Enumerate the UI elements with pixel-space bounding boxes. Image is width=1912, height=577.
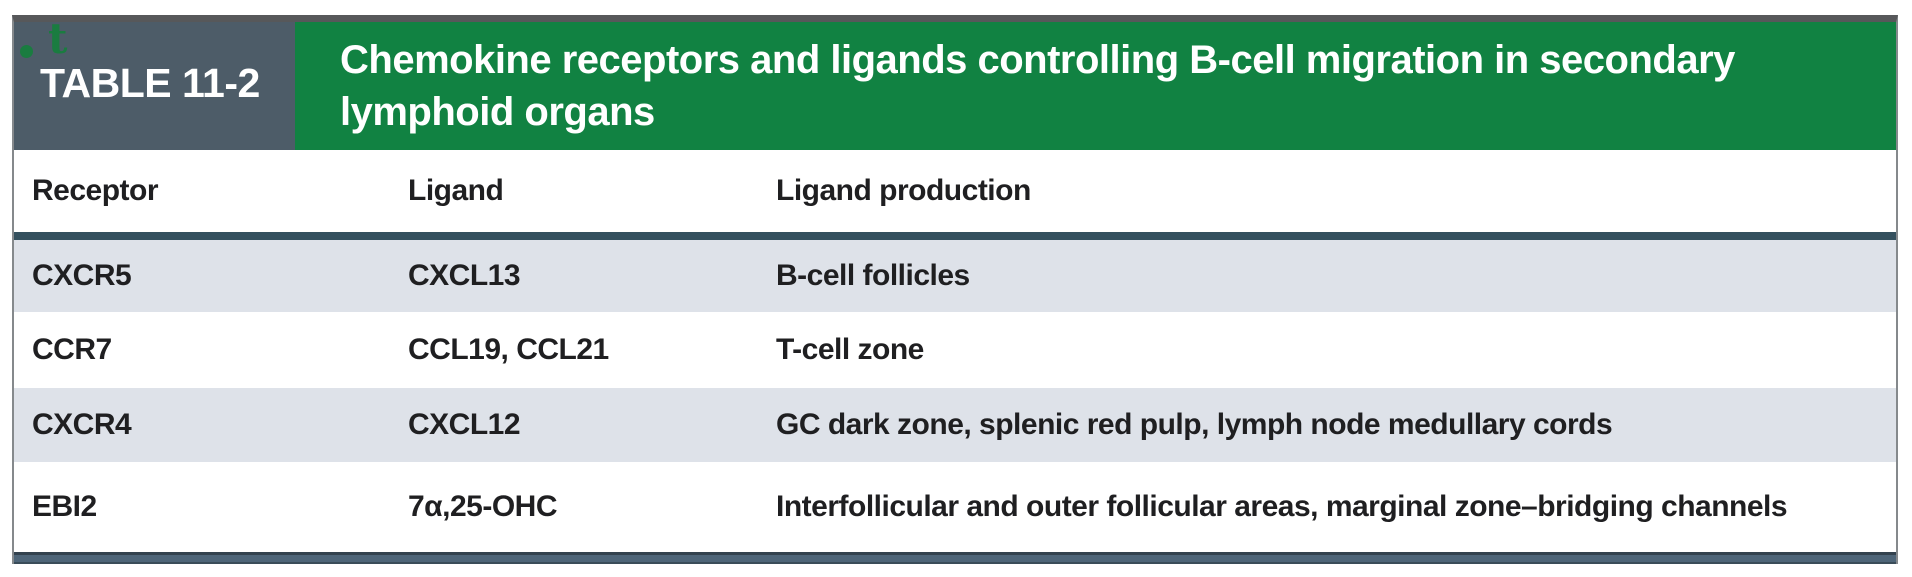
column-header-ligand: Ligand	[408, 174, 504, 207]
receptor-cell: CXCR5	[32, 259, 132, 292]
receptor-cell: CXCR4	[32, 408, 132, 441]
table-row: CXCR4 CXCL12 GC dark zone, splenic red p…	[14, 388, 1896, 462]
table-bottom-rule	[14, 552, 1896, 564]
production-cell: B-cell follicles	[776, 259, 970, 292]
table-label-box: t TABLE 11-2	[14, 18, 295, 150]
green-dot-marker	[20, 45, 33, 58]
table-banner-row: t TABLE 11-2 Chemokine receptors and lig…	[14, 18, 1896, 150]
column-header-row: Receptor Ligand Ligand production	[14, 150, 1896, 232]
production-cell: Interfollicular and outer follicular are…	[776, 490, 1788, 523]
table-row: CXCR5 CXCL13 B-cell follicles	[14, 240, 1896, 312]
table-row: CCR7 CCL19, CCL21 T-cell zone	[14, 312, 1896, 388]
ligand-cell: CXCL12	[408, 408, 521, 441]
header-rule	[14, 232, 1896, 240]
table-11-2: t TABLE 11-2 Chemokine receptors and lig…	[12, 15, 1898, 564]
ligand-cell: CXCL13	[408, 259, 521, 292]
table-title-line1: Chemokine receptors and ligands controll…	[340, 38, 1735, 82]
ligand-cell: CCL19, CCL21	[408, 333, 609, 366]
table-label: TABLE 11-2	[40, 59, 260, 106]
ligand-cell: 7α,25-OHC	[408, 490, 558, 523]
green-letter-marker: t	[48, 14, 68, 63]
production-cell: T-cell zone	[776, 333, 924, 366]
column-header-receptor: Receptor	[32, 174, 159, 207]
receptor-cell: CCR7	[32, 333, 112, 366]
receptor-cell: EBI2	[32, 490, 97, 523]
column-header-ligand-production: Ligand production	[776, 174, 1031, 207]
production-cell: GC dark zone, splenic red pulp, lymph no…	[776, 408, 1613, 441]
table-title-line2: lymphoid organs	[340, 90, 655, 134]
table-title-banner: Chemokine receptors and ligands controll…	[295, 22, 1896, 150]
table-row: EBI2 7α,25-OHC Interfollicular and outer…	[14, 462, 1896, 552]
